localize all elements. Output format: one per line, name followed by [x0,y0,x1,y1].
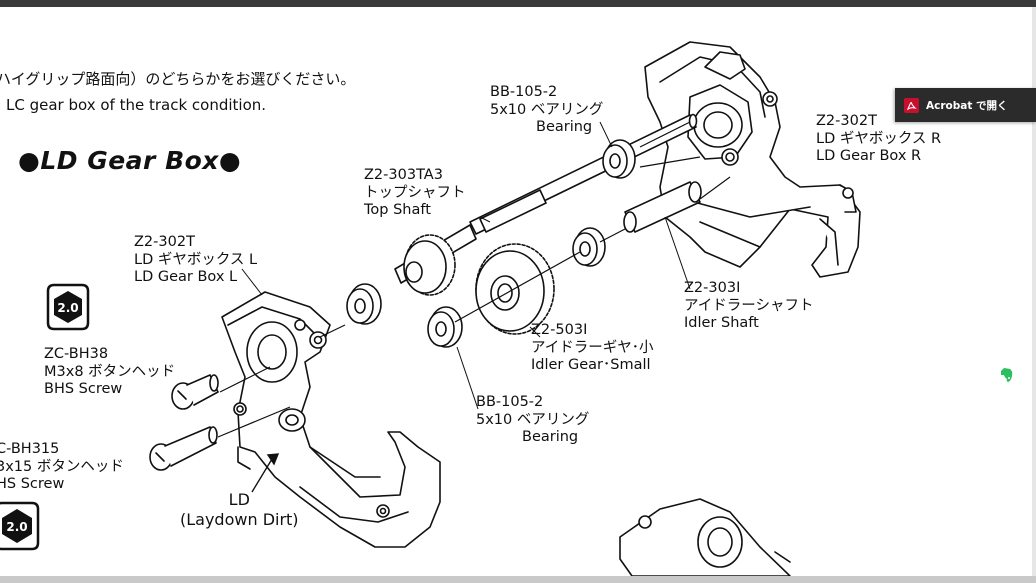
intro-line-en: LC gear box of the track condition. [6,96,267,114]
part-name-en: Top Shaft [364,202,431,218]
part-name-en: LD Gear Box R [816,148,922,164]
part-name-en: Idler Shaft [684,315,759,331]
part-name-jp: 5x10 ベアリング [476,411,590,428]
part-code: BB-105-2 [476,394,544,410]
part-name-en: Bearing [536,119,593,135]
bearing-top-drawing [602,139,636,179]
exploded-gearbox-illustration [149,41,861,576]
part-code: BB-105-2 [490,84,558,100]
open-in-acrobat-button[interactable]: Acrobat で開く [895,88,1036,122]
bearing-idler-right-drawing [572,227,606,267]
viewer-top-bar [0,0,1036,7]
label-gearbox-l: Z2-302T LD ギヤボックス L LD Gear Box L [134,234,257,287]
screw-m3x8-drawing [171,374,219,410]
part-name-jp: 3x15 ボタンヘッド [0,458,124,475]
label-ld-note: LD (Laydown Dirt) [180,490,299,530]
part-name-en: HS Screw [0,476,65,492]
part-code: Z2-303TA3 [364,167,443,183]
part-code: Z2-303I [684,280,741,296]
label-gearbox-r: Z2-302T LD ギヤボックス R LD Gear Box R [816,113,941,166]
part-code: C-BH315 [0,441,60,457]
label-top-shaft: Z2-303TA3 トップシャフト Top Shaft [364,167,466,220]
part-name-jp: トップシャフト [364,184,466,201]
part-code: Z2-302T [134,234,195,250]
ld-long: (Laydown Dirt) [180,510,299,529]
ld-arrow [251,453,280,493]
hex-size-text: 2.0 [57,301,78,315]
intro-line-jp: ハイグリップ路面向）のどちらかをお選びください。 [0,70,356,88]
gearbox-partial-drawing [619,498,791,576]
part-code: Z2-503I [531,322,588,338]
label-screw-3x15: C-BH315 3x15 ボタンヘッド HS Screw [0,441,124,494]
pdf-page: ハイグリップ路面向）のどちらかをお選びください。 LC gear box of … [0,7,1030,576]
part-name-en: LD Gear Box L [134,269,238,285]
part-code: ZC-BH38 [44,346,109,362]
viewer-bottom-bar [0,576,1036,583]
ld-short: LD [228,490,250,509]
section-title: ●LD Gear Box● [18,146,242,175]
screw-3x15-drawing [149,426,218,471]
label-idler-shaft: Z2-303I アイドラーシャフト Idler Shaft [684,280,813,333]
label-bearing-bottom: BB-105-2 5x10 ベアリング Bearing [476,394,589,447]
label-idler-gear: Z2-503I アイドラーギヤ･小 Idler Gear･Small [531,322,654,375]
part-name-jp: M3x8 ボタンヘッド [44,363,176,380]
bearing-bottom-drawing [427,306,463,348]
gearbox-r-drawing [644,41,861,278]
idler-shaft-drawing [623,181,702,233]
acrobat-pdf-icon [904,97,919,113]
part-code: Z2-302T [816,113,877,129]
hex-size-text: 2.0 [6,520,27,534]
pinion-gear-drawing [403,234,456,296]
part-name-jp: アイドラーギヤ･小 [531,339,654,356]
label-screw-m3x8: ZC-BH38 M3x8 ボタンヘッド BHS Screw [44,346,175,399]
evernote-elephant-icon[interactable] [997,366,1015,384]
hex-wrench-badge-icon: 2.0 [46,283,90,331]
part-name-jp: LD ギヤボックス R [816,130,942,147]
acrobat-button-label: Acrobat で開く [926,99,1008,112]
part-name-en: BHS Screw [44,381,123,397]
viewer-right-edge [1032,7,1036,576]
part-name-en: Bearing [522,429,579,445]
hex-wrench-badge-icon-2: 2.0 [0,501,40,551]
part-name-jp: LD ギヤボックス L [134,251,258,268]
label-bearing-top: BB-105-2 5x10 ベアリング Bearing [490,84,603,137]
part-name-jp: アイドラーシャフト [684,297,814,314]
gearbox-l-drawing [221,291,441,548]
part-name-jp: 5x10 ベアリング [490,101,604,118]
part-name-en: Idler Gear･Small [531,357,651,373]
bearing-left-top-drawing [346,283,382,325]
